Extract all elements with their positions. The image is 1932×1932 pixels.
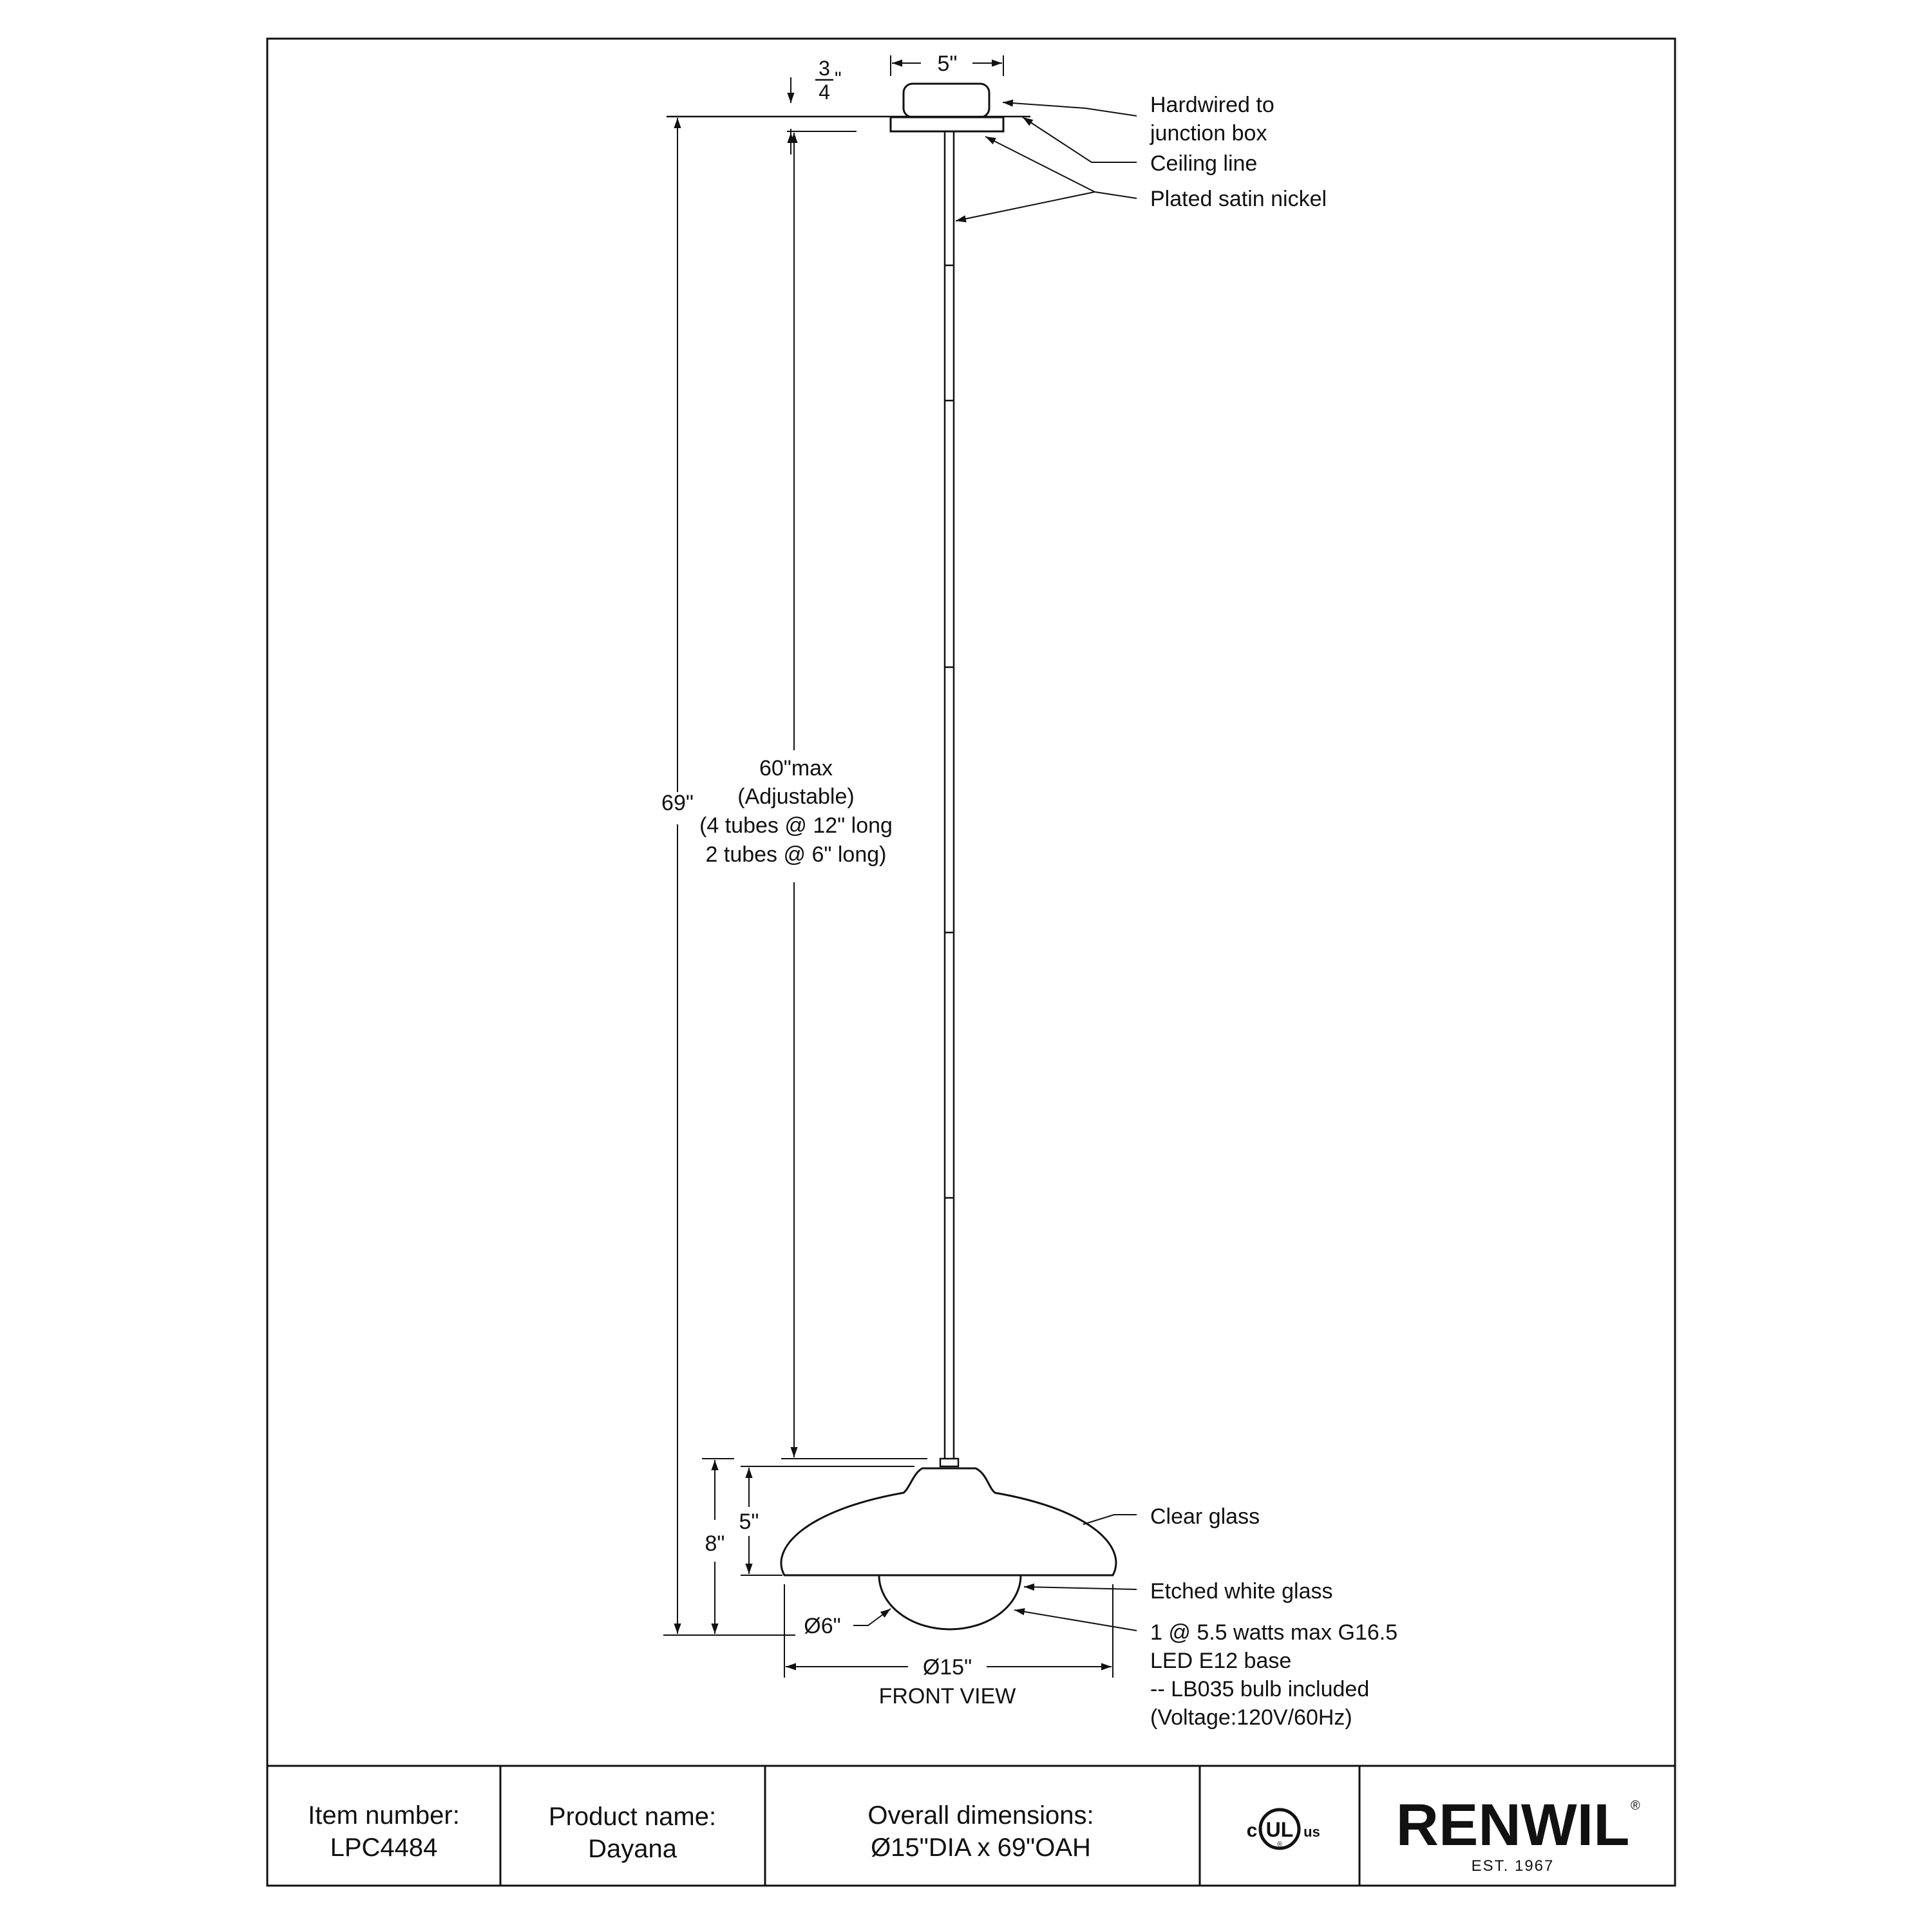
brand-registered: ® (1631, 1799, 1640, 1813)
canopy-height-unit: " (835, 68, 842, 90)
overall-dimensions-label: Overall dimensions: (867, 1801, 1094, 1830)
svg-text:®: ® (1277, 1841, 1282, 1848)
callout-finish: Plated satin nickel (1150, 187, 1327, 211)
callout-bulb-line-4: (Voltage:120V/60Hz) (1150, 1705, 1352, 1730)
renwil-logo: RENWIL ® EST. 1967 (1396, 1792, 1640, 1875)
title-block: Item number: LPC4484 Product name: Dayan… (308, 1801, 1094, 1863)
shade-height-label: 8" (705, 1531, 725, 1556)
canopy-width-label: 5" (938, 52, 958, 76)
view-label: FRONT VIEW (879, 1684, 1016, 1709)
stem-length-line-1: 60"max (759, 756, 833, 781)
product-name-value: Dayana (588, 1835, 677, 1863)
canopy-height-numerator: 3 (819, 57, 830, 80)
brand-tagline: EST. 1967 (1472, 1857, 1555, 1875)
callout-etched-glass: Etched white glass (1150, 1579, 1333, 1604)
sheet-frame (266, 37, 1676, 1887)
item-number-label: Item number: (308, 1801, 460, 1830)
dimension-lines (663, 55, 1113, 1678)
product-name-label: Product name: (549, 1803, 716, 1831)
callout-bulb-line-3: -- LB035 bulb included (1150, 1677, 1369, 1701)
brand-name: RENWIL (1396, 1792, 1630, 1858)
stem-length-line-4: 2 tubes @ 6" long) (706, 842, 887, 867)
callout-hardwired-line-2: junction box (1150, 121, 1267, 146)
stem (939, 131, 960, 1468)
callout-ceiling-line: Ceiling line (1150, 151, 1257, 176)
globe-diameter-label: Ø6" (804, 1614, 840, 1638)
item-number-value: LPC4484 (330, 1833, 438, 1862)
callout-labels: Hardwired to junction box Ceiling line P… (1150, 93, 1397, 1730)
shade-top-height-label: 5" (739, 1510, 759, 1534)
svg-text:UL: UL (1266, 1818, 1294, 1841)
cul-certification-mark: UL ® c us (1247, 1808, 1320, 1850)
canopy (667, 82, 1030, 133)
overall-dimensions-value: Ø15"DIA x 69"OAH (871, 1833, 1091, 1862)
shade-diameter-label: Ø15" (923, 1655, 972, 1680)
callout-leaders (955, 99, 1137, 1631)
dimension-labels: 5" 3 4 " 69" 60"max (Adjustable) (4 tube… (661, 52, 1016, 1709)
svg-text:c: c (1247, 1820, 1258, 1841)
stem-length-line-3: (4 tubes @ 12" long (699, 813, 893, 838)
stem-length-line-2: (Adjustable) (737, 784, 854, 809)
callout-hardwired-line-1: Hardwired to (1150, 93, 1274, 117)
svg-text:us: us (1303, 1824, 1320, 1840)
callout-bulb-line-2: LED E12 base (1150, 1649, 1291, 1673)
callout-clear-glass: Clear glass (1150, 1504, 1260, 1529)
pendant-shade (780, 1467, 1117, 1631)
overall-height-label: 69" (661, 791, 694, 815)
etched-glass-globe (878, 1575, 1022, 1631)
canopy-height-denominator: 4 (819, 80, 830, 104)
callout-bulb-line-1: 1 @ 5.5 watts max G16.5 (1150, 1620, 1397, 1645)
